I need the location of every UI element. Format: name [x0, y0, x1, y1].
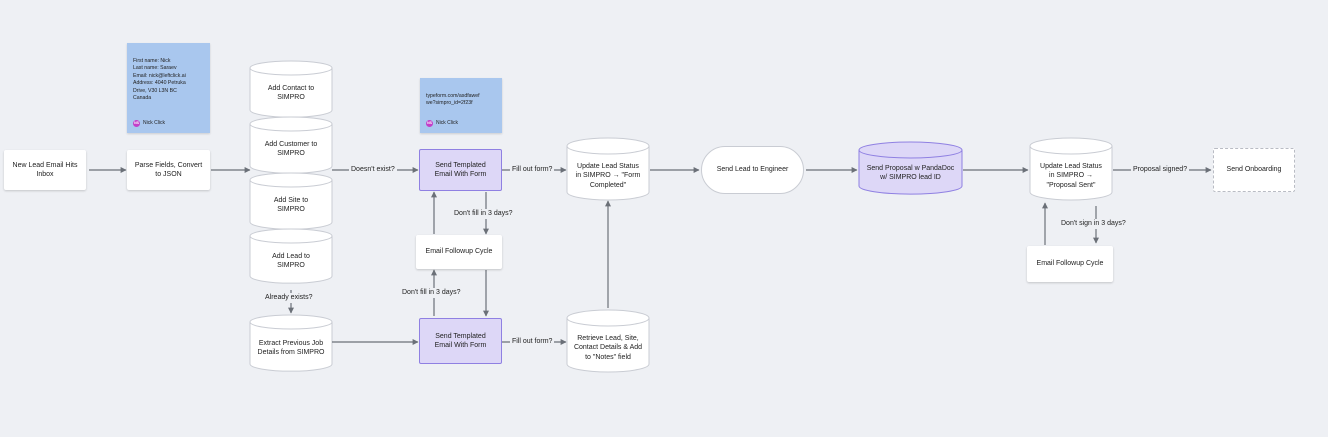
node-send-form-top[interactable]: Send Templated Email With Form [419, 149, 502, 191]
node-send-onboarding[interactable]: Send Onboarding [1213, 148, 1295, 192]
note-author-name: Nick Click [436, 119, 458, 126]
edge-label-fill-form-bottom: Fill out form? [510, 337, 555, 347]
node-send-proposal-label: Send Proposal w PandaDoc w/ SIMPRO lead … [866, 164, 955, 181]
node-send-form-bottom[interactable]: Send Templated Email With Form [419, 318, 502, 364]
edge-label-proposal-signed: Proposal signed? [1131, 165, 1190, 175]
node-parse-fields[interactable]: Parse Fields, Convert to JSON [127, 150, 210, 190]
cylinder-add-contact[interactable] [249, 60, 333, 118]
node-add-contact-label: Add Contact to SIMPRO [267, 84, 315, 101]
node-followup-right[interactable]: Email Followup Cycle [1027, 246, 1113, 282]
node-retrieve-lead-label: Retrieve Lead, Site, Contact Details & A… [573, 334, 643, 361]
node-update-completed-label: Update Lead Status in SIMPRO → "Form Com… [575, 162, 641, 189]
edge-label-doesnt-exist: Doesn't exist? [349, 165, 397, 175]
edge-label-dont-fill-top: Don't fill in 3 days? [452, 209, 515, 219]
node-send-engineer[interactable]: Send Lead to Engineer [701, 146, 804, 194]
cylinder-update-completed[interactable] [566, 137, 650, 201]
cylinder-retrieve-lead[interactable] [566, 309, 650, 373]
cylinder-add-lead[interactable] [249, 228, 333, 284]
node-add-customer-label: Add Customer to SIMPRO [264, 140, 318, 157]
edge-label-dont-sign: Don't sign in 3 days? [1059, 219, 1128, 229]
node-followup-mid[interactable]: Email Followup Cycle [416, 235, 502, 269]
sticky-note-text: typeform.com/asdfawef we?simpro_id=2f23f [426, 92, 480, 107]
cylinder-extract-previous[interactable] [249, 314, 333, 372]
edge-label-dont-fill-bottom: Don't fill in 3 days? [400, 288, 463, 298]
note-author-name: Nick Click [143, 119, 165, 126]
cylinder-add-customer[interactable] [249, 116, 333, 174]
node-extract-prev-label: Extract Previous Job Details from SIMPRO [257, 339, 325, 356]
node-add-lead-label: Add Lead to SIMPRO [272, 252, 310, 269]
sticky-note-contact[interactable]: First name: Nick Last name: Saraev Email… [127, 43, 210, 133]
cylinder-send-proposal[interactable] [858, 141, 963, 195]
node-add-site-label: Add Site to SIMPRO [273, 196, 309, 213]
edge-label-already-exists: Already exists? [263, 293, 315, 303]
edge-label-fill-form-top: Fill out form? [510, 165, 555, 175]
avatar: NS [133, 119, 140, 127]
note-author: NS Nick Click [426, 120, 458, 127]
sticky-note-text: First name: Nick Last name: Saraev Email… [133, 57, 186, 102]
avatar: NS [426, 119, 433, 127]
note-author: NS Nick Click [133, 120, 165, 127]
cylinder-update-sent[interactable] [1029, 137, 1113, 201]
sticky-note-typeform[interactable]: typeform.com/asdfawef we?simpro_id=2f23f… [420, 78, 502, 133]
node-new-lead[interactable]: New Lead Email Hits Inbox [4, 150, 86, 190]
node-update-sent-label: Update Lead Status in SIMPRO → "Proposal… [1040, 162, 1102, 189]
